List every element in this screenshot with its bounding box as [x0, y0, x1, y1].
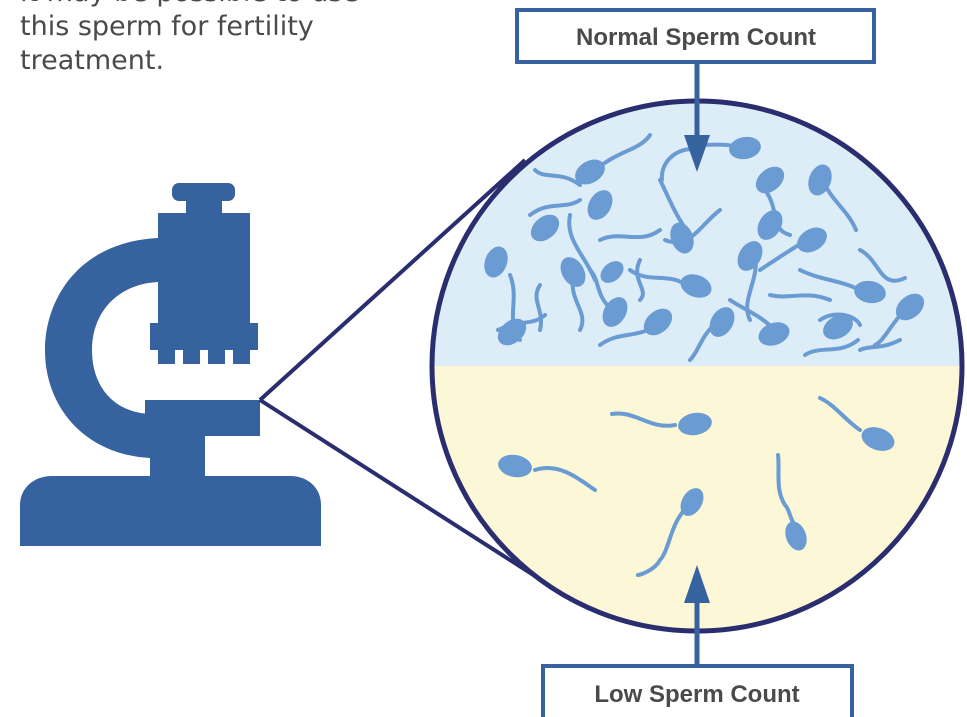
- microscope-icon: [20, 183, 321, 546]
- normal-count-label: Normal Sperm Count: [576, 24, 816, 51]
- magnified-view: [420, 90, 967, 646]
- low-count-label: Low Sperm Count: [594, 681, 799, 708]
- normal-count-region: [420, 90, 967, 366]
